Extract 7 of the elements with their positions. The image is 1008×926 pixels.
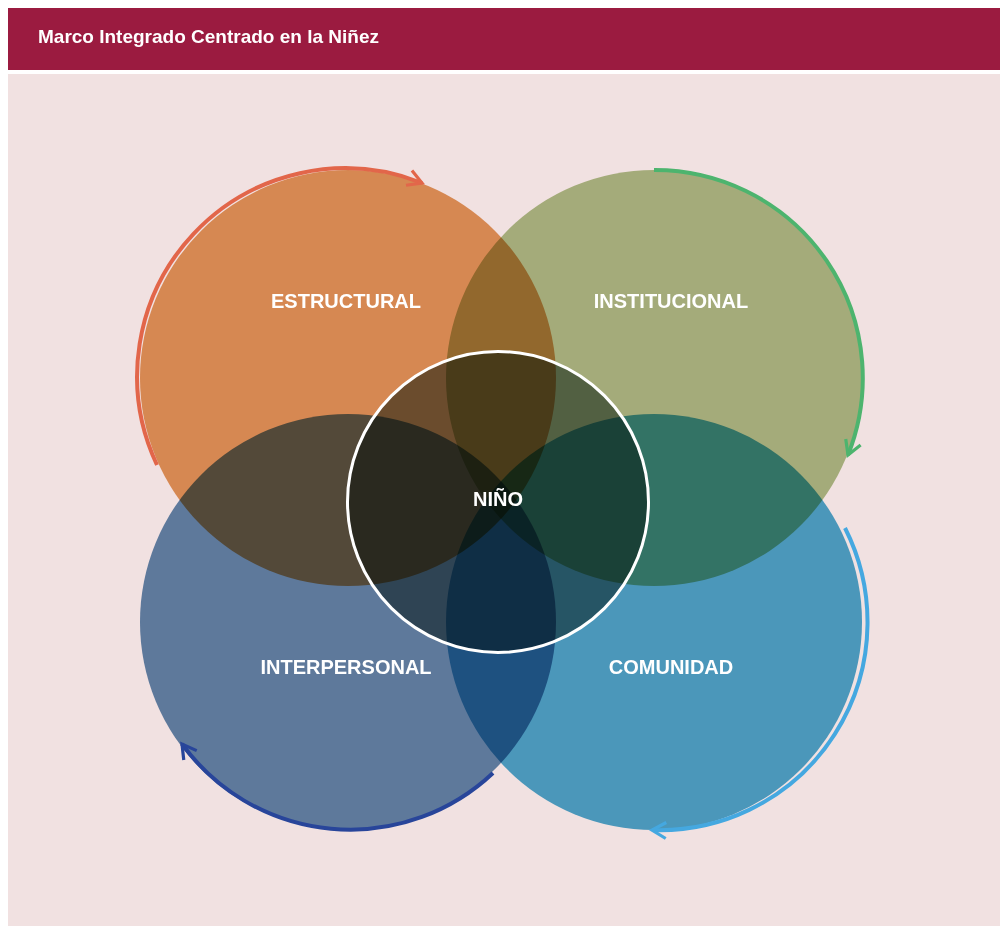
- title: Marco Integrado Centrado en la Niñez: [38, 26, 379, 48]
- circle-label: NIÑO: [473, 487, 523, 511]
- circle-label: INSTITUCIONAL: [593, 289, 749, 313]
- circle-label: ESTRUCTURAL: [271, 289, 421, 313]
- venn-circle: [346, 350, 650, 654]
- circle-label: INTERPERSONAL: [260, 655, 432, 679]
- circle-label: COMUNIDAD: [608, 655, 734, 679]
